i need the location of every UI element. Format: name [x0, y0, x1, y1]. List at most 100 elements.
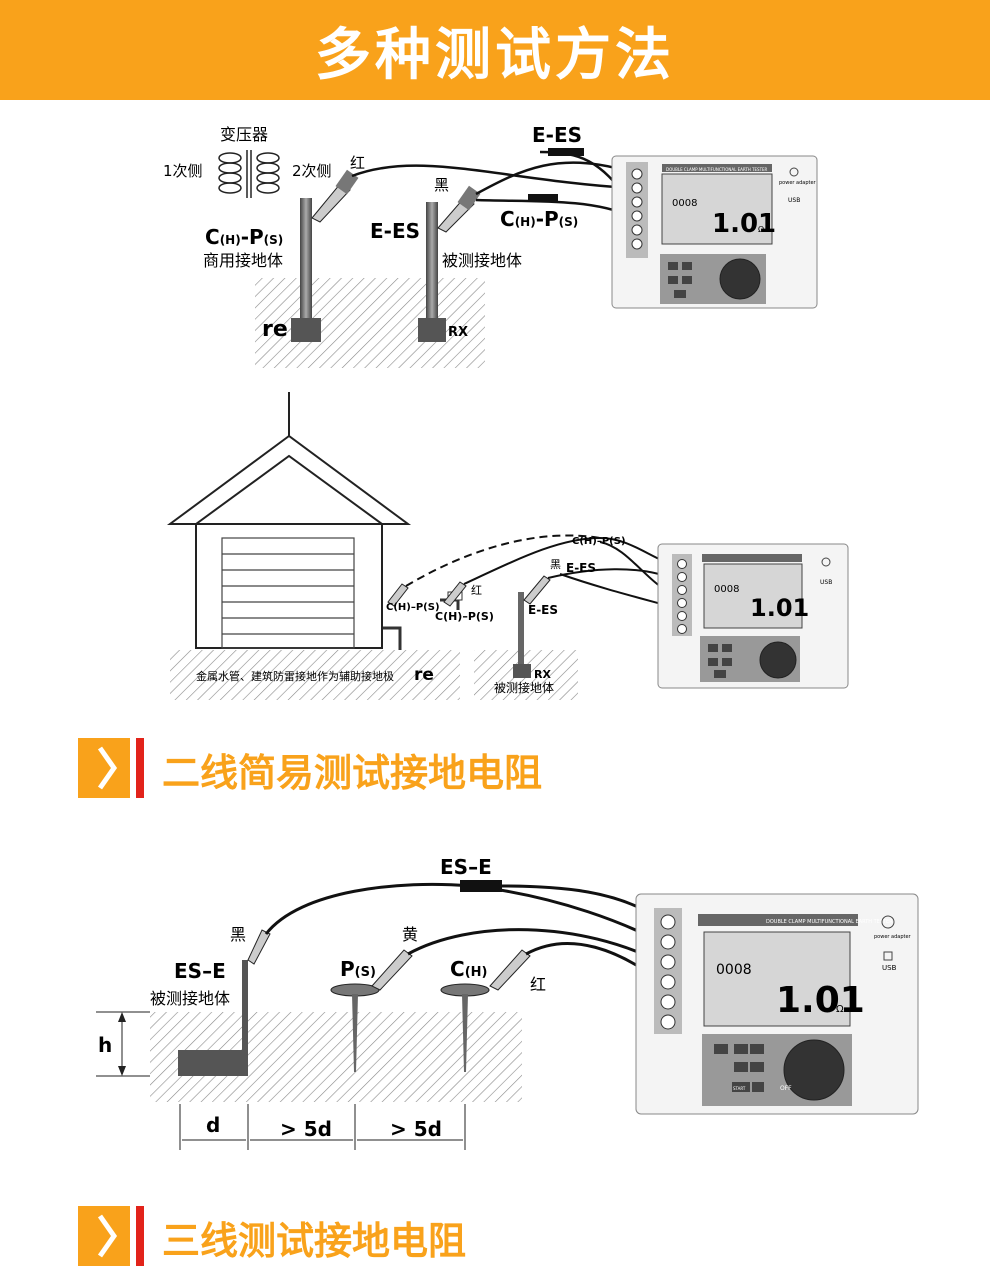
measured-label: 被测接地体	[150, 989, 230, 1008]
meter-button[interactable]	[750, 1062, 764, 1072]
rotary-dial[interactable]	[783, 1039, 845, 1101]
meter-unit: Ω	[836, 1004, 844, 1015]
ees-top-label: E-ES	[532, 123, 582, 147]
wire-sleeve	[460, 880, 502, 892]
black-label: 黑	[434, 176, 449, 194]
clip-icon	[443, 581, 467, 607]
meter-button[interactable]	[714, 1044, 728, 1054]
meter-small-reading: 0008	[716, 962, 752, 978]
ees-mid-label: E-ES	[370, 219, 420, 243]
ese-left-label: ES–E	[174, 959, 226, 983]
usb-icon	[883, 951, 893, 961]
start-button[interactable]	[732, 1082, 750, 1092]
meter-big-reading: 1.01	[750, 594, 809, 622]
meter-button[interactable]	[752, 1082, 764, 1092]
wire	[463, 537, 601, 585]
gt5d-label-1: > 5d	[280, 1117, 332, 1141]
rx-block	[513, 664, 531, 678]
accent-bar	[136, 738, 144, 798]
accent-bar	[136, 1206, 144, 1266]
arrow-icon	[118, 1012, 126, 1022]
p-probe	[352, 994, 358, 1072]
clip-icon	[437, 185, 481, 233]
clip-icon	[489, 949, 531, 991]
wire	[351, 164, 631, 190]
power-icon	[881, 915, 895, 929]
power-icon	[789, 167, 799, 177]
ese-top-label: ES–E	[440, 855, 492, 879]
diagram-three-wire: ES–E 黑 黄 红 ES–E 被测接地体 P(S) C(H) h d > 5d…	[96, 855, 919, 1150]
h-label: h	[98, 1033, 112, 1057]
meter-big-reading: 1.01	[776, 980, 865, 1021]
earth-tester: 0008 1.01 USB	[657, 543, 849, 689]
d-label: d	[206, 1113, 220, 1137]
house-roof	[166, 434, 412, 525]
rotary-dial[interactable]	[759, 641, 797, 679]
meter-small-reading: 0008	[714, 584, 739, 595]
banner-title: 多种测试方法	[315, 21, 675, 88]
meter-button[interactable]	[734, 1044, 748, 1054]
clip-icon	[247, 929, 271, 965]
chevron-icon	[78, 738, 130, 798]
meter-small-reading: 0008	[672, 198, 697, 209]
meter-button[interactable]	[750, 1044, 764, 1054]
power-label: power adapter	[779, 180, 817, 186]
water-pipe	[383, 626, 402, 650]
gt5d-label-2: > 5d	[390, 1117, 442, 1141]
chps1-label: C(H)–P(S)	[386, 602, 440, 613]
distance-dimension	[179, 1104, 466, 1150]
usb-label: USB	[788, 197, 800, 204]
meter-unit: Ω	[758, 225, 764, 234]
black-label: 黑	[230, 925, 246, 944]
transformer-coil-icon	[218, 150, 280, 198]
chps-right-label: C(H)-P(S)	[500, 207, 578, 231]
chps2-label: C(H)–P(S)	[435, 610, 494, 623]
start-label: START	[733, 1086, 746, 1091]
section-title: 二线简易测试接地电阻	[162, 750, 543, 795]
clip-icon	[523, 575, 551, 605]
red-label: 红	[530, 975, 546, 994]
section-heading: 三线测试接地电阻	[78, 1206, 678, 1266]
rx-block	[418, 318, 446, 342]
rx-label: RX	[534, 668, 551, 681]
chps-left-label: C(H)-P(S)	[205, 225, 283, 249]
yellow-label: 黄	[402, 925, 418, 944]
chevron-icon	[78, 1206, 130, 1266]
wire-sleeve	[548, 148, 584, 156]
usb-label: USB	[882, 964, 897, 972]
rotary-dial[interactable]	[719, 258, 761, 300]
wire	[407, 928, 665, 966]
section-title: 三线测试接地电阻	[162, 1218, 467, 1263]
commercial-rod	[300, 198, 312, 323]
secondary-label: 2次侧	[292, 162, 332, 180]
off-label: OFF	[780, 1085, 792, 1092]
wire	[475, 161, 631, 196]
banner: 多种测试方法	[0, 0, 990, 100]
meter-header: DOUBLE CLAMP MULTIFUNCTIONAL EARTH TESTE…	[766, 919, 893, 925]
primary-label: 1次侧	[163, 162, 203, 180]
meter-button[interactable]	[734, 1062, 748, 1072]
power-icon	[821, 557, 831, 567]
clip-icon	[387, 583, 409, 607]
arrow-icon	[118, 1066, 126, 1076]
c-label: C(H)	[450, 957, 487, 981]
commercial-label: 商用接地体	[203, 251, 283, 270]
c-probe	[462, 994, 468, 1072]
meter-header: DOUBLE CLAMP MULTIFUNCTIONAL EARTH TESTE…	[666, 167, 768, 172]
section-heading: 二线简易测试接地电阻	[78, 738, 678, 798]
black-label: 黑	[550, 558, 561, 571]
re-label: re	[414, 665, 434, 685]
measured-label: 被测接地体	[494, 680, 554, 695]
usb-label: USB	[820, 579, 832, 586]
ground-hatch	[255, 278, 485, 368]
aux-note: 金属水管、建筑防雷接地作为辅助接地极	[196, 669, 394, 683]
diagram-transformer: 变压器 1次侧 2次侧 红 黑 E-ES C(H)-P(S) C(H)-P(S)…	[163, 123, 818, 368]
wire	[405, 534, 601, 587]
ees-mid-label: E-ES	[528, 603, 558, 617]
meter-big-reading: 1.01	[712, 209, 776, 239]
clip-icon	[371, 949, 413, 991]
ground-hatch	[170, 650, 460, 700]
transformer-label: 变压器	[220, 125, 268, 144]
buried-electrode	[178, 1050, 248, 1076]
wire	[264, 882, 471, 935]
